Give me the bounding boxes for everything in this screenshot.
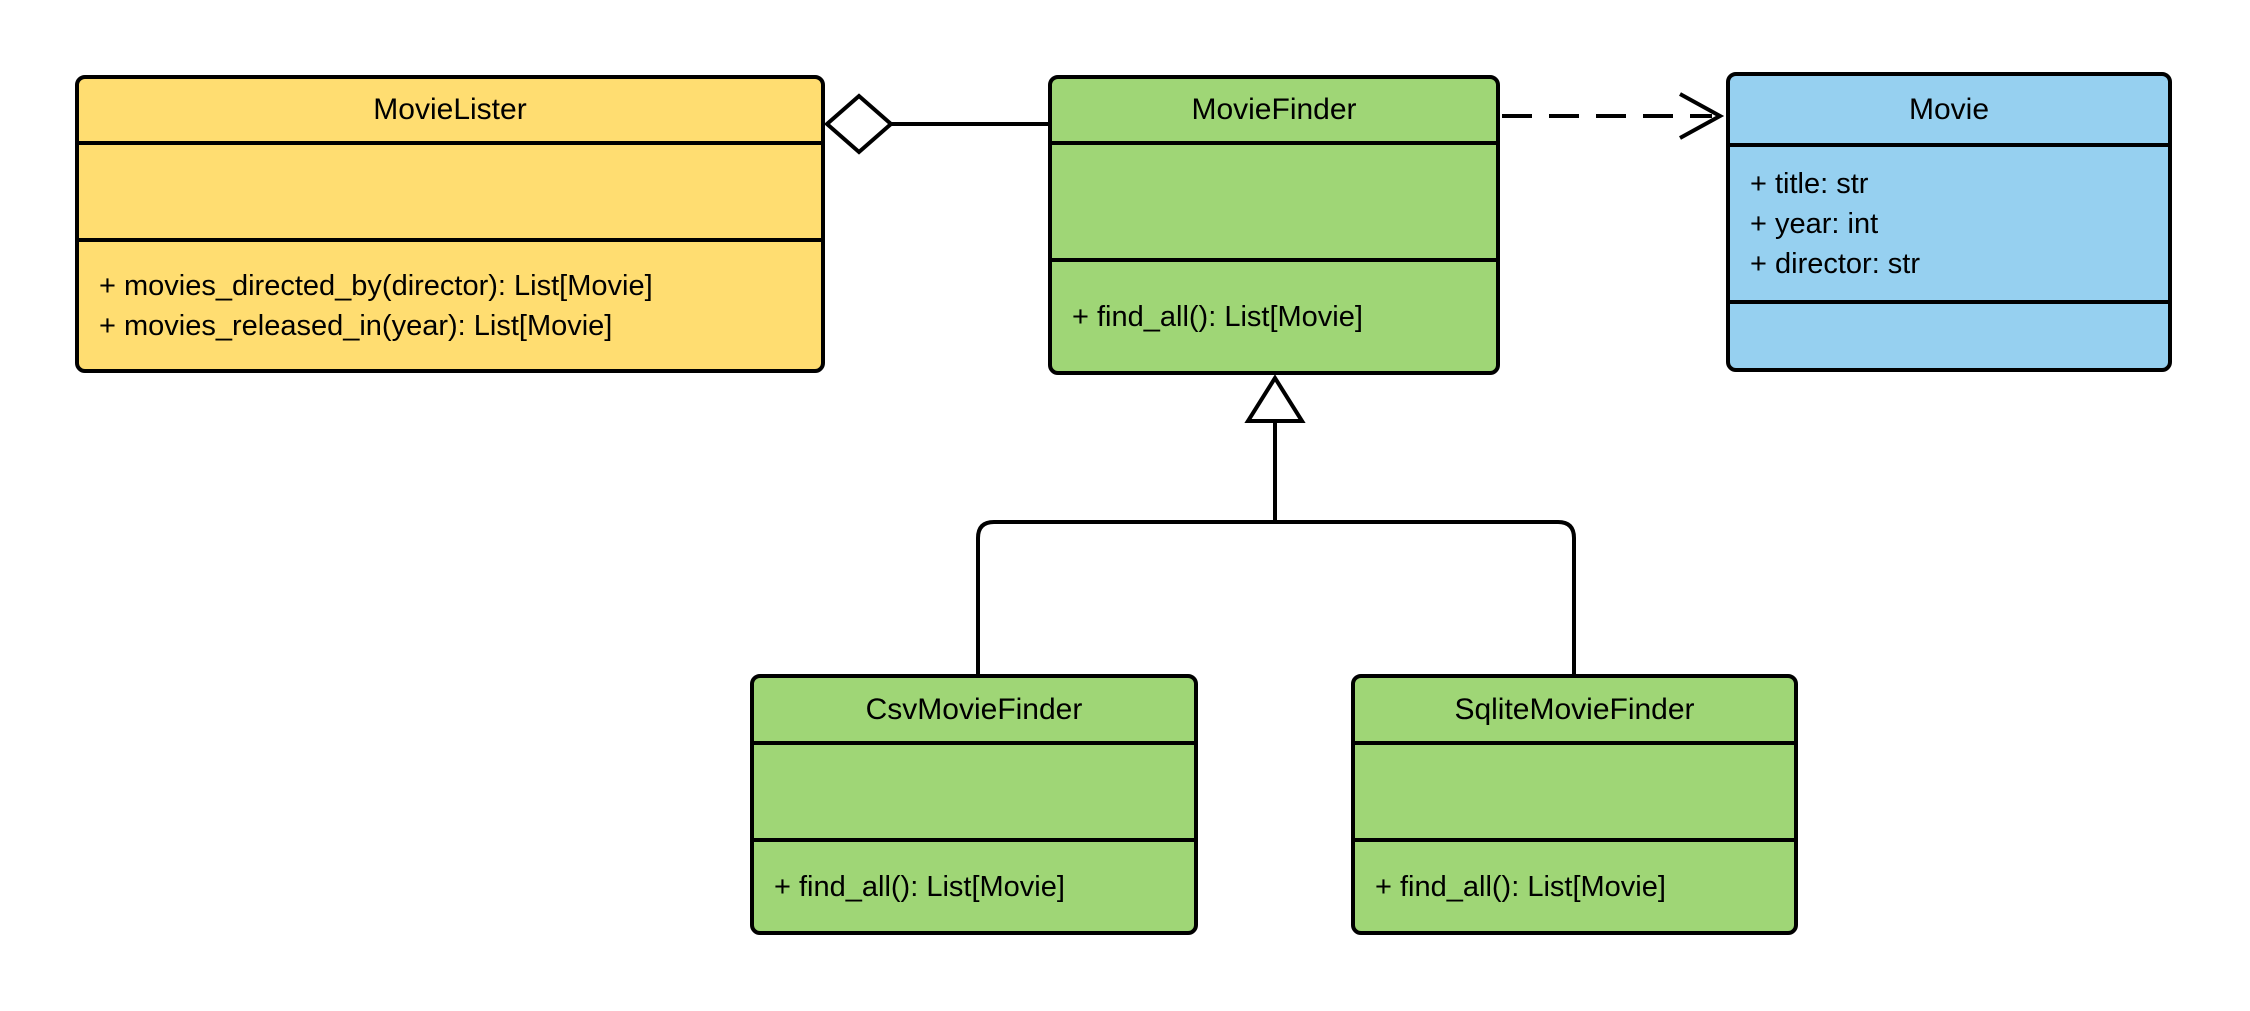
method: + movies_released_in(year): List[Movie] (99, 309, 613, 342)
attributes-section (1052, 141, 1496, 258)
open-arrowhead-icon (1679, 92, 1725, 140)
method: + movies_directed_by(director): List[Mov… (99, 269, 653, 302)
method: + find_all(): List[Movie] (1375, 870, 1666, 903)
class-title: MovieLister (373, 93, 527, 126)
aggregation-diamond-icon (823, 93, 895, 155)
class-title: Movie (1908, 92, 1990, 126)
attribute: + year: int (1750, 207, 1879, 240)
class-movielister[interactable]: MovieLister + movies_directed_by(directo… (75, 75, 825, 373)
attributes-section: + title: str + year: int + director: str (1730, 143, 2168, 300)
attributes-section (1355, 741, 1794, 838)
methods-section: + find_all(): List[Movie] (1355, 838, 1794, 931)
attributes-section (79, 141, 821, 238)
class-movie[interactable]: Movie + title: str + year: int + directo… (1726, 72, 2172, 372)
dependency-connector (1502, 92, 1725, 140)
attributes-section (754, 741, 1194, 838)
methods-section: + find_all(): List[Movie] (754, 838, 1194, 931)
inheritance-triangle-icon (1244, 374, 1306, 423)
class-title: CsvMovieFinder (865, 692, 1083, 726)
attribute: + title: str (1750, 167, 1869, 200)
class-title: SqliteMovieFinder (1454, 692, 1695, 726)
class-csvmoviefinder[interactable]: CsvMovieFinder + find_all(): List[Movie] (750, 674, 1198, 935)
method: + find_all(): List[Movie] (774, 870, 1065, 903)
attribute: + director: str (1750, 247, 1921, 280)
class-title: MovieFinder (1191, 93, 1357, 126)
inheritance-connector (976, 374, 1576, 674)
aggregation-connector (823, 93, 1048, 155)
method: + find_all(): List[Movie] (1072, 300, 1363, 333)
methods-section (1730, 300, 2168, 368)
class-moviefinder[interactable]: MovieFinder + find_all(): List[Movie] (1048, 75, 1500, 375)
methods-section: + movies_directed_by(director): List[Mov… (79, 238, 821, 369)
methods-section: + find_all(): List[Movie] (1052, 258, 1496, 371)
class-sqlitemoviefinder[interactable]: SqliteMovieFinder + find_all(): List[Mov… (1351, 674, 1798, 935)
